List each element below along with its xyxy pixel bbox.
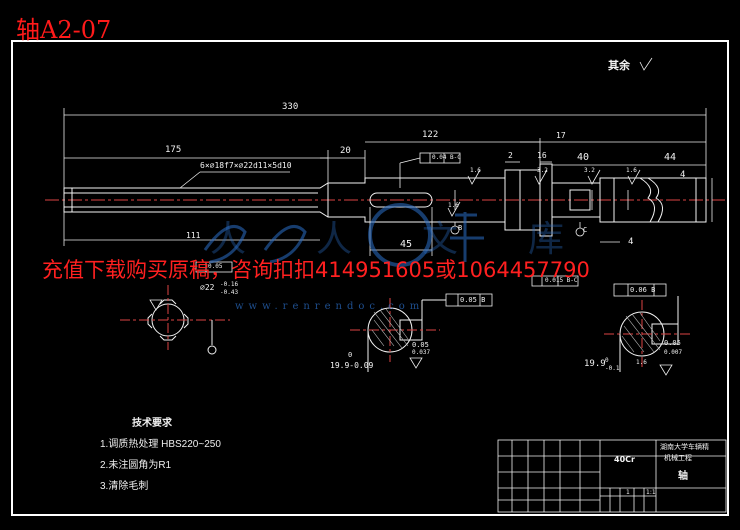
section-view-spline xyxy=(120,285,230,355)
section-a-dia: ∅22 xyxy=(200,283,215,292)
sheet-border xyxy=(11,40,729,516)
watermark-text: 充值下载购买原稿，咨询扣扣414951605或1064457790 xyxy=(42,258,590,282)
roughness-d: 1.6 xyxy=(626,167,637,174)
dim-4a: 4 xyxy=(680,170,686,180)
tech-req-item: 2.未注圆角为R1 xyxy=(100,460,172,471)
dim-keyway-offset: 20 xyxy=(340,146,351,156)
roughness-a: 1.6 xyxy=(470,167,481,174)
title-block xyxy=(497,439,727,513)
dim-key-length: 45 xyxy=(400,239,413,250)
section-c-depth-sup: 0 xyxy=(605,357,609,364)
dim-spline-spec: 6×∅18f7×∅22d11×5d10 xyxy=(200,161,292,170)
dim-overall-length: 330 xyxy=(282,102,299,112)
section-a-tol-lo: -0.43 xyxy=(220,289,239,296)
roughness-note: 其余 xyxy=(608,59,630,72)
tech-req-item: 1.调质热处理 HBS220~250 xyxy=(100,439,221,450)
dimension-lines xyxy=(63,108,713,256)
section-c-tol: 0.05 xyxy=(664,339,681,347)
section-c-depth: 19.9 xyxy=(584,359,606,369)
section-b-tol: 0.05 xyxy=(412,341,429,349)
title-material: 40Cr xyxy=(614,455,635,464)
title-dept: 机械工程 xyxy=(664,454,692,462)
section-c-depth-sub: -0.1 xyxy=(605,365,620,372)
section-b-depth: 19.9-0.09 xyxy=(330,361,374,370)
section-view-right xyxy=(604,296,692,372)
fcf-3: 0.05 B xyxy=(460,296,486,304)
datum-b-label: B xyxy=(458,224,463,232)
tech-req-heading: 技术要求 xyxy=(132,418,172,429)
dim-4b: 4 xyxy=(628,237,634,247)
section-a-tol-up: -0.16 xyxy=(220,281,239,288)
watermark-logo-shapes xyxy=(203,203,484,267)
title-school: 湖南大学车辆精 xyxy=(660,443,709,451)
dim-left-length: 175 xyxy=(165,145,182,155)
fcf-2: 0.015 B-C xyxy=(545,277,578,284)
section-b-tol2: 0.037 xyxy=(412,349,431,356)
tech-req-item: 3.清除毛刺 xyxy=(100,481,149,492)
section-view-keyway xyxy=(350,298,446,372)
watermark-logo: 人人文库 xyxy=(210,219,635,260)
datum-markers xyxy=(450,222,585,237)
fcf-5: 0.05 xyxy=(208,263,223,270)
section-b-depth-main: 0 xyxy=(348,351,353,359)
technical-requirements: 技术要求 1.调质热处理 HBS220~250 2.未注圆角为R1 3.清除毛刺 xyxy=(100,414,221,498)
roughness-c: 3.2 xyxy=(584,167,595,174)
title-scale: 1:1 xyxy=(646,489,656,496)
dim-16: 16 xyxy=(537,151,547,160)
fcf-4: 0.06 B xyxy=(630,286,656,294)
dim-44: 44 xyxy=(664,152,677,163)
sheet-title: 轴A2-07 xyxy=(16,16,112,44)
title-qty: 1 xyxy=(626,489,630,496)
dim-40: 40 xyxy=(577,152,590,163)
roughness-e: 1.6 xyxy=(448,202,459,209)
section-c-tol2: 0.007 xyxy=(664,349,683,356)
datum-c-label: C xyxy=(583,226,588,234)
shaft-outline xyxy=(63,163,707,237)
title-part: 轴 xyxy=(678,471,688,482)
dim-2: 2 xyxy=(508,151,513,160)
fcf-1: 0.04 B-C xyxy=(432,154,461,161)
dim-spline-length: 111 xyxy=(186,231,201,240)
roughness-f: 1.6 xyxy=(636,359,647,366)
watermark-url: www.renrendoc.com xyxy=(235,301,425,312)
dim-right-section: 122 xyxy=(422,130,439,140)
dim-17: 17 xyxy=(556,131,566,140)
roughness-symbols xyxy=(149,57,673,376)
roughness-b: 3.2 xyxy=(537,167,548,174)
